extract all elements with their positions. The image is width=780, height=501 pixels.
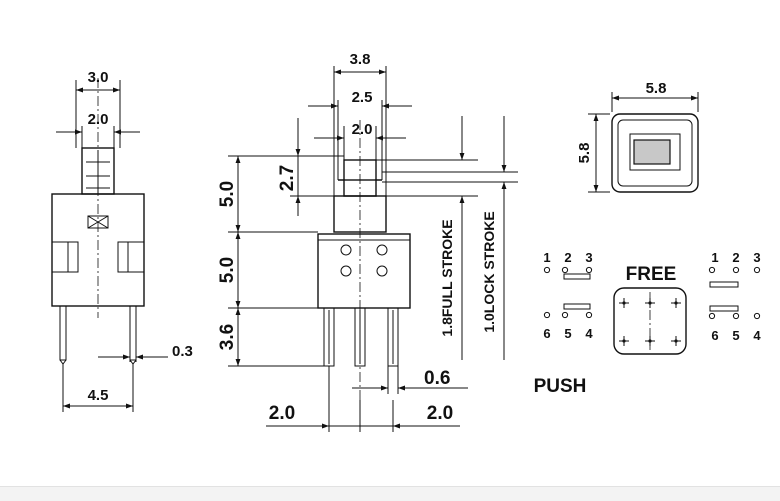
dim-height-3-6: 3.6 [217,324,238,350]
push-pin-5: 5 [564,326,571,341]
dim-top-3-8: 3.8 [350,51,371,68]
free-pin-4: 4 [753,328,761,343]
push-label: PUSH [534,376,587,397]
side-view: 3.0 2.0 0.3 4.5 [51,69,193,412]
free-pin-6: 6 [711,328,718,343]
dim-pin-width: 0.6 [424,368,450,389]
dim-top-2-0: 2.0 [352,121,373,138]
top-view-height: 5.8 [576,143,593,164]
free-pin-2: 2 [732,250,739,265]
push-pin-4: 4 [585,326,593,341]
dim-pitch-right: 2.0 [427,403,453,424]
top-view-width: 5.8 [646,80,667,97]
dim-width-inner: 2.0 [88,111,109,128]
push-pin-1: 1 [543,250,550,265]
bottom-edge-strip [0,486,780,501]
free-pin-5: 5 [732,328,739,343]
dim-height-2-7: 2.7 [277,165,298,191]
dim-pin-thickness: 0.3 [172,343,193,360]
free-label: FREE [626,264,677,285]
dim-pitch-left: 2.0 [269,403,295,424]
lock-stroke-label: 1.0LOCK STROKE [481,211,497,332]
free-pin-3: 3 [753,250,760,265]
dim-height-5-0-lower: 5.0 [217,257,238,283]
switch-schematic: 1 2 3 6 5 4 PUSH FREE [534,250,762,397]
top-view: 5.8 5.8 [576,80,699,193]
front-view: 3.8 2.5 2.0 5.0 5.0 3.6 2.7 [217,51,518,432]
dim-pin-spacing: 4.5 [88,387,109,404]
free-pin-1: 1 [711,250,718,265]
dim-width-outer: 3.0 [88,69,109,86]
push-pin-6: 6 [543,326,550,341]
dim-height-5-0-upper: 5.0 [217,181,238,207]
push-pin-3: 3 [585,250,592,265]
push-pin-2: 2 [564,250,571,265]
dim-top-2-5: 2.5 [352,89,373,106]
full-stroke-label: 1.8FULL STROKE [439,219,455,336]
